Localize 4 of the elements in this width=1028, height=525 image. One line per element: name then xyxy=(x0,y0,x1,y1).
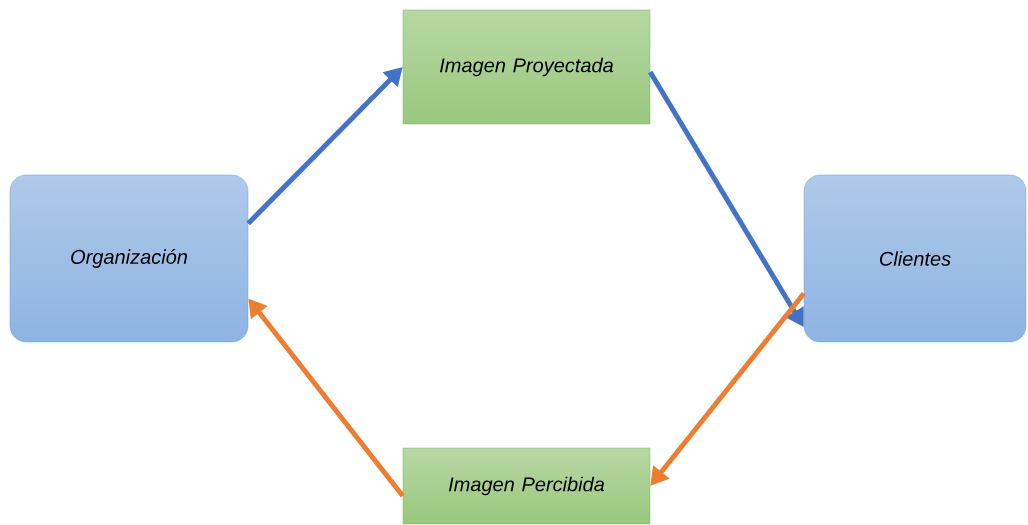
process-box: Imagen Proyectada xyxy=(402,9,651,125)
rounded-box: Clientes xyxy=(803,174,1027,343)
process-box: Imagen Percibida xyxy=(402,447,651,525)
rounded-box: Organización xyxy=(9,174,249,343)
